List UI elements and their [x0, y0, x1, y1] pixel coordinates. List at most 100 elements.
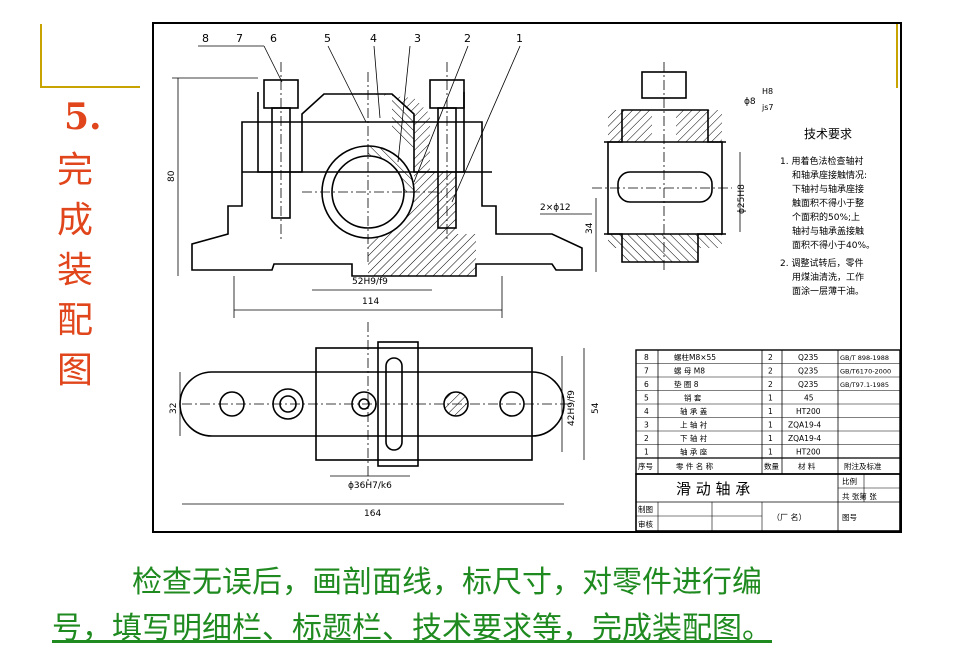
bom-no: 5 [644, 394, 649, 403]
bom-no: 7 [644, 367, 649, 376]
caption-line: 检查无误后，画剖面线，标尺寸，对零件进行编 [132, 565, 762, 600]
title-block-label: 制图 [638, 504, 653, 514]
bom-name: 下 轴 衬 [680, 433, 708, 443]
top-section-hatch [444, 392, 468, 416]
tech-line: 面积不得小于40%。 [792, 239, 875, 251]
bom-header: 材 料 [798, 461, 816, 471]
bom-material: HT200 [796, 407, 821, 416]
tech-line: 1. 用着色法检查轴衬 [780, 155, 863, 167]
title-block-label: 图号 [842, 513, 857, 522]
title-block [635, 473, 901, 532]
side-section-hatch [608, 110, 722, 142]
bom-qty: 2 [768, 380, 773, 389]
bom-name: 上 轴 衬 [680, 420, 708, 430]
title-block-label: 共 张第 张 [842, 491, 877, 501]
bom-name: 垫 圈 8 [674, 379, 699, 389]
bom-qty: 1 [768, 394, 773, 403]
dimension-label: H8 [762, 87, 773, 96]
tech-line: 用煤油清洗，工作 [792, 271, 864, 283]
side-section-hatch [608, 234, 722, 262]
front-section-hatch [368, 172, 476, 276]
callout-number: 6 [270, 32, 277, 45]
bom-no: 8 [644, 353, 649, 362]
front-section-hatch [368, 94, 430, 172]
bom-material: Q235 [798, 380, 818, 389]
step-title-char: 图 [56, 350, 93, 391]
dimension-label: 42H9/f9 [567, 390, 577, 426]
bom-qty: 2 [768, 367, 773, 376]
decor-line [40, 24, 42, 88]
tech-line: 下轴衬与轴承座接 [792, 183, 864, 195]
callout-number: 7 [236, 32, 243, 45]
bom-name: 螺 母 M8 [674, 366, 705, 376]
bom-header: 数量 [764, 461, 779, 471]
dimension-label: 34 [585, 222, 595, 234]
step-title-char: 配 [56, 300, 93, 341]
bom-name: 螺柱M8×55 [674, 352, 716, 362]
title-block-label: 审核 [638, 519, 653, 529]
dimension-label: 80 [167, 170, 177, 182]
tech-line: 轴衬与轴承盖接触 [792, 225, 864, 237]
bom-material: ZQA19-4 [788, 421, 821, 430]
dimension-label: ϕ36H7/k6 [348, 481, 392, 491]
top-view [179, 322, 572, 482]
step-title-char: 装 [56, 250, 93, 291]
dimension-lines [179, 348, 585, 505]
bom-header: 附注及标准 [844, 461, 882, 471]
dimension-label: 32 [169, 403, 179, 414]
dimension-label: 52H9/f9 [352, 277, 388, 287]
drawing-border [152, 22, 902, 533]
dimension-label: 2×ϕ12 [540, 203, 571, 213]
bom-no: 6 [644, 380, 649, 389]
bom-note: GB/T6170-2000 [840, 368, 891, 376]
step-title-char: 完 [56, 150, 93, 191]
bom-note: GB/T 898-1988 [840, 354, 889, 362]
dimension-label: 54 [591, 402, 601, 414]
tech-line: 面涂一层薄干油。 [792, 285, 864, 297]
callout-number: 2 [464, 32, 471, 45]
step-number: 5. [64, 96, 102, 138]
front-section-hatch [392, 94, 414, 152]
tech-title: 技术要求 [804, 127, 852, 141]
callout-number: 4 [370, 32, 377, 45]
tech-line: 个面积的50%;上 [792, 211, 860, 223]
bom-header: 序号 [638, 461, 653, 471]
bom-material: 45 [804, 394, 814, 403]
decor-line [40, 86, 140, 88]
step-title: 完 成 装 配 图 [50, 146, 100, 396]
callout-number: 1 [516, 32, 523, 45]
bom-name: 轴 承 座 [680, 447, 708, 457]
bom-no: 2 [644, 434, 649, 443]
dimension-label: ϕ8 [744, 97, 756, 107]
callout-number: 8 [202, 32, 209, 45]
tech-line: 2. 调整试转后，零件 [780, 257, 863, 269]
callout-number: 5 [324, 32, 331, 45]
bom-name: 轴 承 盖 [680, 406, 708, 416]
bom-qty: 1 [768, 407, 773, 416]
bom-material: HT200 [796, 448, 821, 457]
bom-no: 1 [644, 448, 649, 457]
bom-note: GB/T97.1-1985 [840, 381, 889, 389]
callout-number: 3 [414, 32, 421, 45]
bom-qty: 1 [768, 434, 773, 443]
title-block-label: （厂 名） [772, 512, 807, 522]
front-section-hatch [367, 145, 415, 193]
title-block-name: 滑 动 轴 承 [676, 480, 750, 498]
bom-qty: 2 [768, 353, 773, 362]
dimension-label: js7 [761, 103, 773, 112]
bom-name: 销 套 [684, 393, 702, 403]
dimension-label: ϕ25H8 [737, 184, 747, 214]
decor-line [896, 24, 898, 88]
callout-leaders [198, 45, 521, 203]
dimension-label: 164 [364, 509, 381, 519]
bom-header: 零 件 名 称 [676, 461, 714, 471]
bom-material: Q235 [798, 353, 818, 362]
bom-no: 3 [644, 421, 649, 430]
step-title-char: 成 [56, 200, 93, 241]
bom-qty: 1 [768, 421, 773, 430]
tech-line: 触面积不得小于整 [792, 197, 864, 209]
bom-qty: 1 [768, 448, 773, 457]
title-block-label: 比例 [842, 476, 857, 486]
assembly-drawing: 8 7 6 5 4 3 2 1 80 52H9/f9 114 2×ϕ12 ϕ8 … [152, 22, 902, 533]
bom-no: 4 [644, 407, 649, 416]
